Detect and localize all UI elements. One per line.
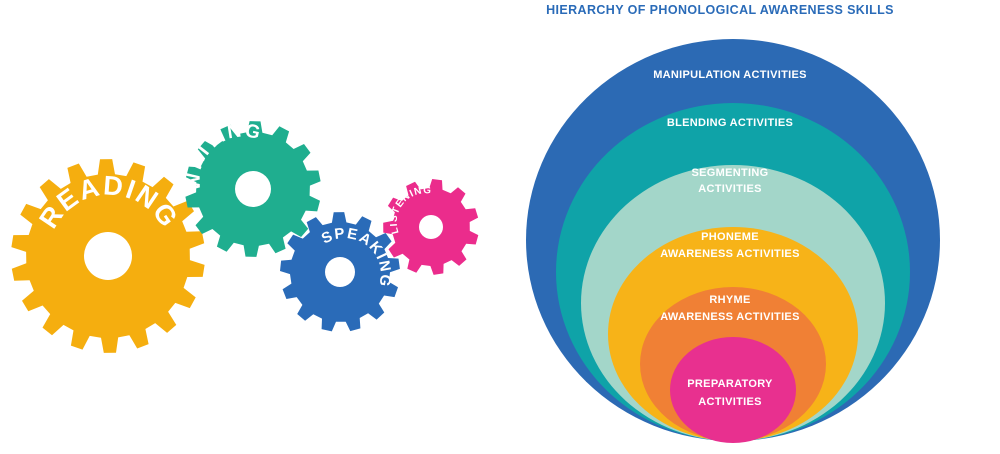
rhyme-label-line2: AWARENESS ACTIVITIES bbox=[660, 311, 799, 323]
phoneme-label-line2: AWARENESS ACTIVITIES bbox=[660, 248, 799, 260]
ring-preparatory bbox=[670, 337, 796, 443]
writing-gear-hole bbox=[235, 171, 271, 207]
manipulation-label: MANIPULATION ACTIVITIES bbox=[653, 69, 807, 81]
reading-gear-hole bbox=[84, 232, 132, 280]
phoneme-label-line1: PHONEME bbox=[701, 231, 759, 243]
segmenting-label-line2: ACTIVITIES bbox=[698, 183, 762, 195]
preparatory-label-line1: PREPARATORY bbox=[687, 378, 773, 390]
phonological-hierarchy-diagram: HIERARCHY OF PHONOLOGICAL AWARENESS SKIL… bbox=[526, 3, 940, 443]
writing-gear: WRITING bbox=[184, 120, 321, 257]
gears-illustration: READING WRITING SPEAKING LISTENING bbox=[11, 120, 479, 353]
listening-gear: LISTENING bbox=[383, 179, 479, 275]
reading-gear: READING bbox=[11, 159, 205, 353]
hierarchy-title: HIERARCHY OF PHONOLOGICAL AWARENESS SKIL… bbox=[546, 3, 894, 17]
blending-label: BLENDING ACTIVITIES bbox=[667, 117, 793, 129]
rhyme-label-line1: RHYME bbox=[709, 294, 750, 306]
preparatory-label-line2: ACTIVITIES bbox=[698, 396, 762, 408]
segmenting-label-line1: SEGMENTING bbox=[692, 167, 769, 179]
listening-gear-hole bbox=[419, 215, 443, 239]
speaking-gear-hole bbox=[325, 257, 355, 287]
speaking-gear: SPEAKING bbox=[280, 212, 400, 332]
